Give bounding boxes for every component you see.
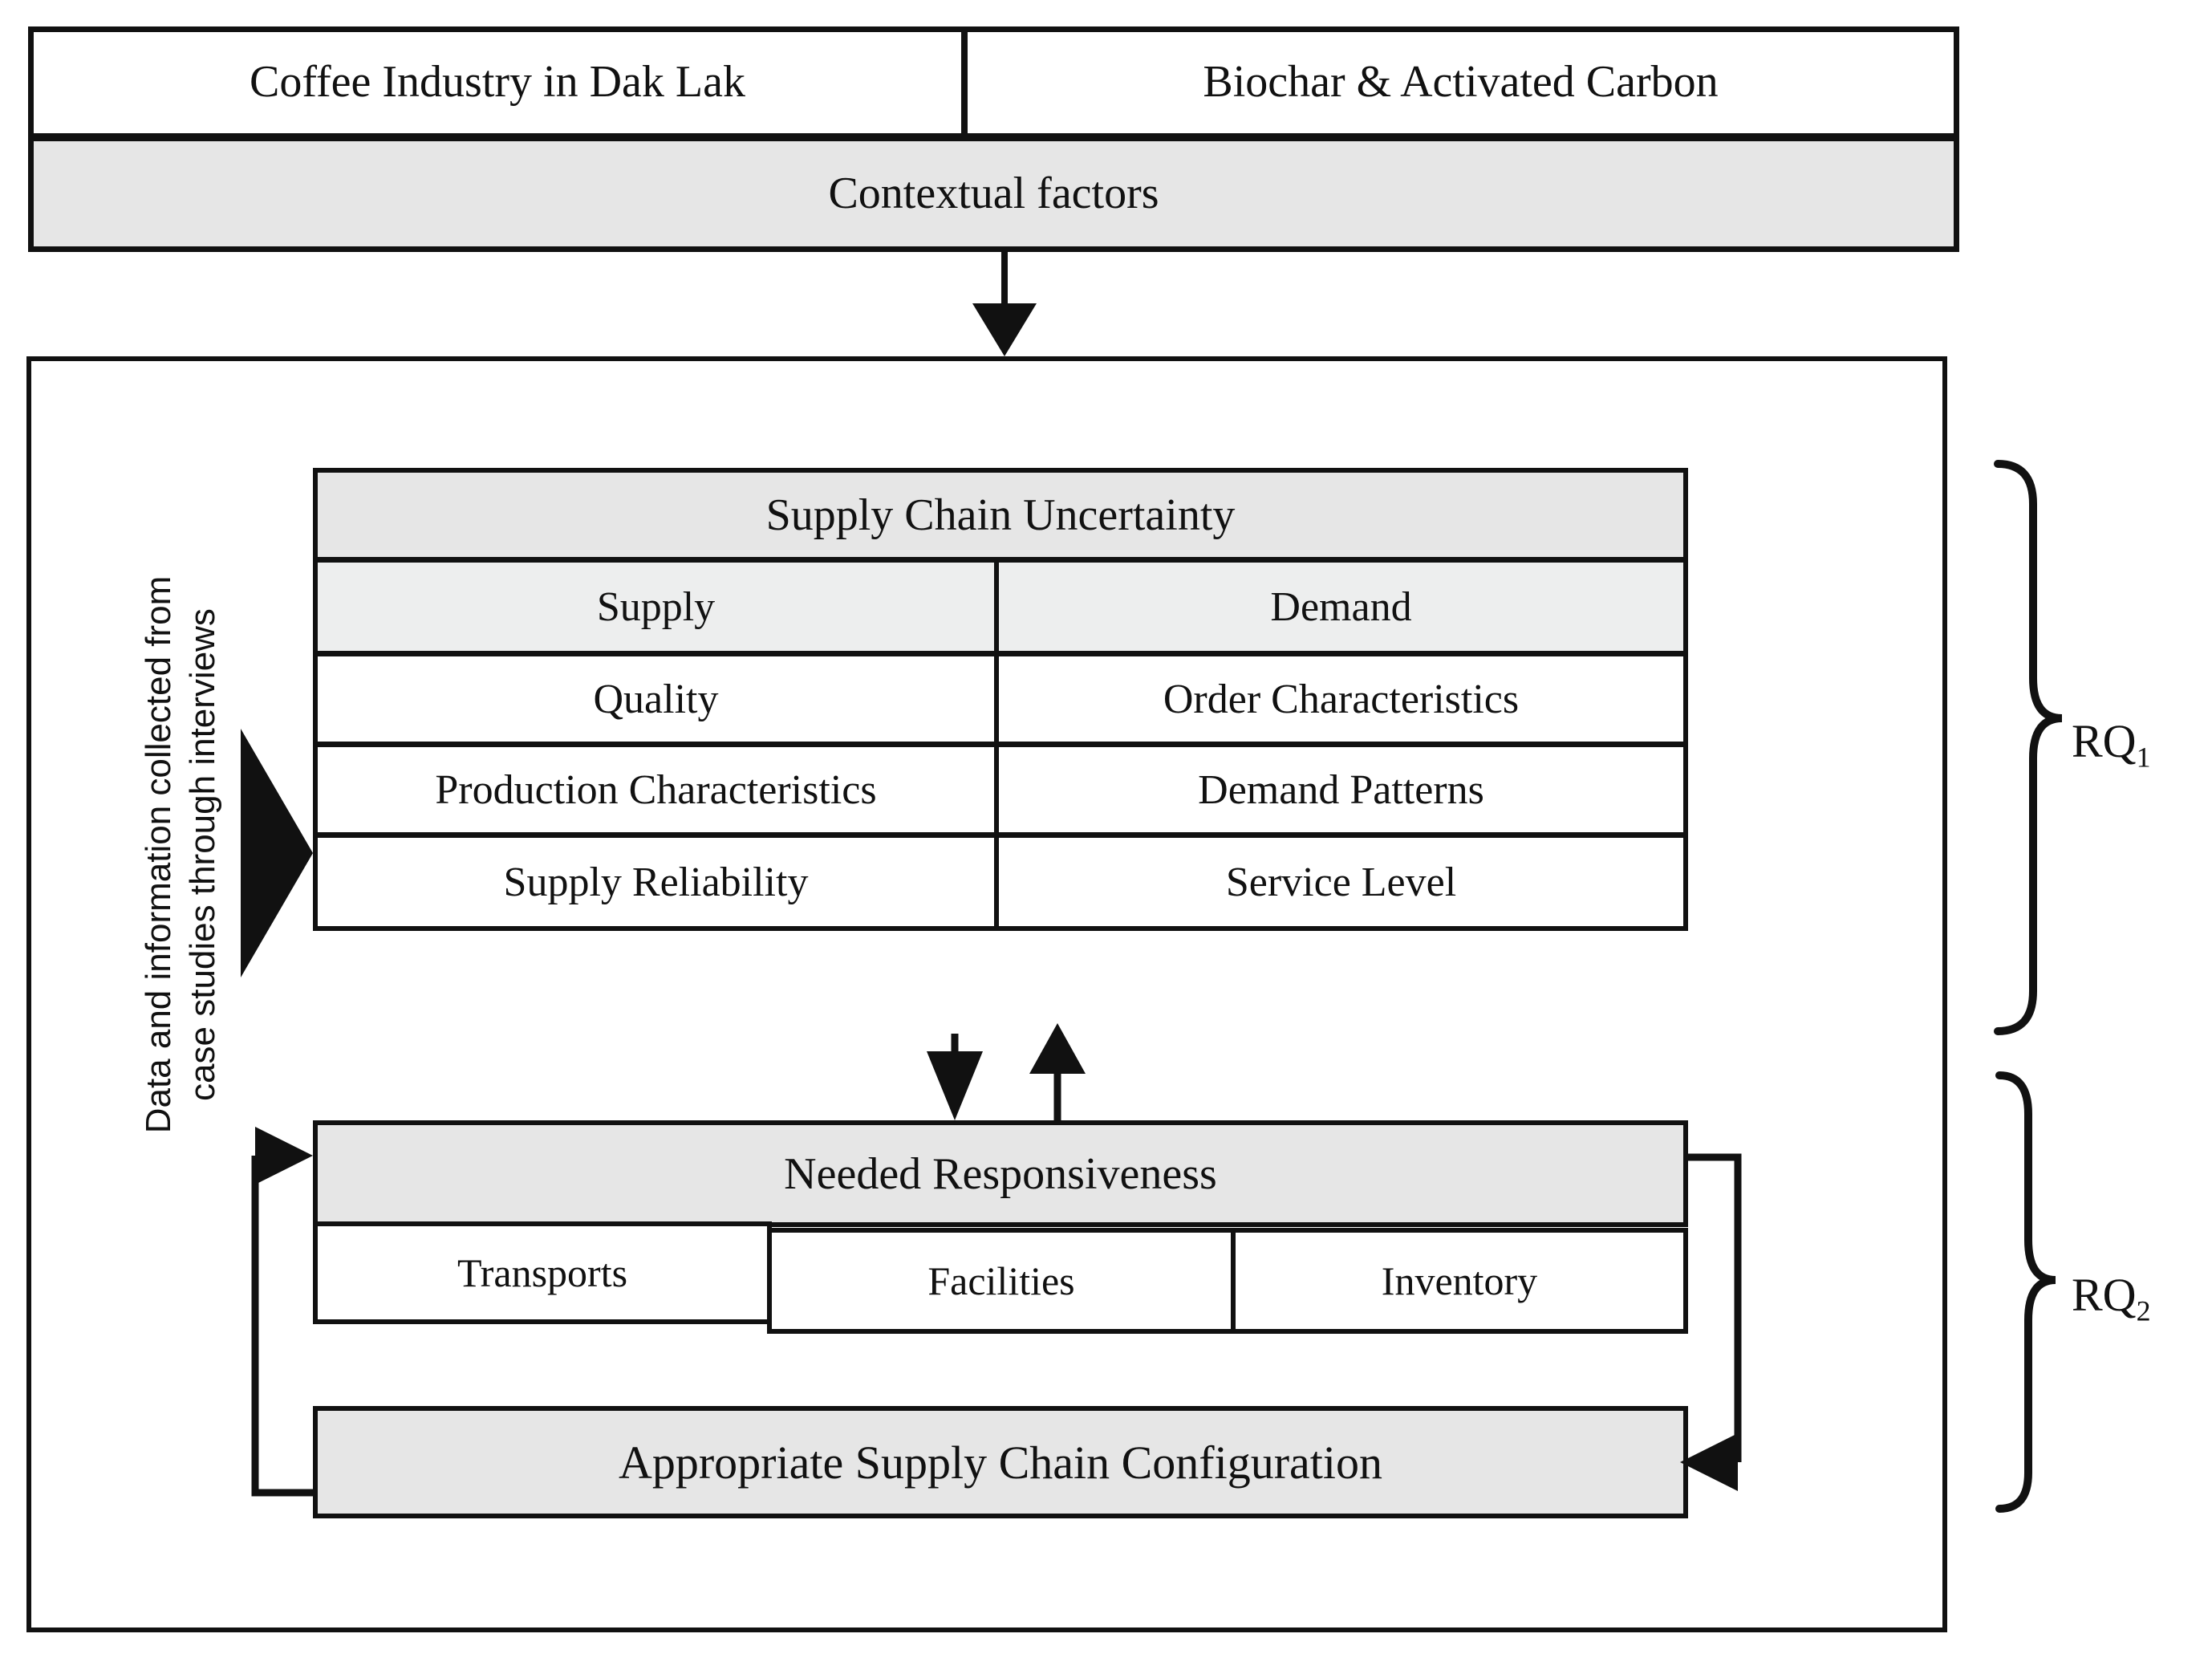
lever-box-transports-label: Transports: [457, 1250, 628, 1295]
scu-title-label: Supply Chain Uncertainty: [765, 490, 1236, 540]
scu-cell-supply-reliability: Supply Reliability: [503, 859, 809, 905]
rq2-subscript: 2: [2136, 1294, 2151, 1327]
scu-title: Supply Chain Uncertainty: [313, 468, 1688, 562]
appropriate-supply-chain-configuration-label: Appropriate Supply Chain Configuration: [618, 1436, 1383, 1489]
context-box-coffee-industry: Coffee Industry in Dak Lak: [28, 26, 967, 139]
rq1-subscript: 1: [2136, 741, 2151, 774]
appropriate-supply-chain-configuration-box: Appropriate Supply Chain Configuration: [313, 1406, 1688, 1518]
arrow-context-to-frame: [972, 252, 1037, 356]
needed-responsiveness-box: Needed Responsiveness: [313, 1120, 1688, 1227]
table-row: Demand Patterns: [994, 742, 1688, 837]
table-row: Production Characteristics: [313, 742, 999, 837]
table-row: Order Characteristics: [994, 652, 1688, 746]
scu-cell-supply-quality: Quality: [593, 676, 719, 722]
research-question-2-label: RQ2: [2072, 1268, 2151, 1328]
contextual-factors-label: Contextual factors: [828, 168, 1159, 218]
table-row: Quality: [313, 652, 999, 746]
context-box-coffee-industry-label: Coffee Industry in Dak Lak: [250, 57, 745, 108]
brace-rq1: [1994, 460, 2063, 1035]
table-row: Supply Reliability: [313, 833, 999, 931]
supply-chain-uncertainty-table: Supply Chain Uncertainty Supply Demand Q…: [313, 468, 1688, 1034]
scu-cell-demand-order-characteristics: Order Characteristics: [1163, 676, 1520, 722]
lever-box-inventory: Inventory: [1231, 1228, 1688, 1334]
brace-rq2: [1995, 1071, 2056, 1513]
lever-box-transports: Transports: [313, 1221, 772, 1324]
research-question-1-label: RQ1: [2072, 714, 2151, 774]
table-row: Service Level: [994, 833, 1688, 931]
lever-box-inventory-label: Inventory: [1381, 1258, 1538, 1303]
scu-column-header-demand-label: Demand: [1270, 583, 1412, 630]
lever-box-facilities: Facilities: [767, 1228, 1236, 1334]
context-box-biochar-label: Biochar & Activated Carbon: [1203, 57, 1719, 108]
rq1-base: RQ: [2072, 715, 2137, 767]
scu-column-header-demand: Demand: [994, 558, 1688, 656]
needed-responsiveness-label: Needed Responsiveness: [784, 1148, 1217, 1199]
context-box-biochar: Biochar & Activated Carbon: [962, 26, 1959, 139]
lever-box-facilities-label: Facilities: [927, 1258, 1075, 1303]
scu-cell-demand-patterns: Demand Patterns: [1198, 766, 1484, 813]
scu-column-header-supply-label: Supply: [596, 583, 716, 630]
rq2-base: RQ: [2072, 1269, 2137, 1321]
contextual-factors-box: Contextual factors: [28, 136, 1959, 252]
scu-column-header-supply: Supply: [313, 558, 999, 656]
data-collection-caption: Data and information collected from case…: [139, 575, 222, 1134]
scu-cell-supply-production-characteristics: Production Characteristics: [435, 766, 877, 813]
scu-cell-demand-service-level: Service Level: [1225, 859, 1457, 905]
